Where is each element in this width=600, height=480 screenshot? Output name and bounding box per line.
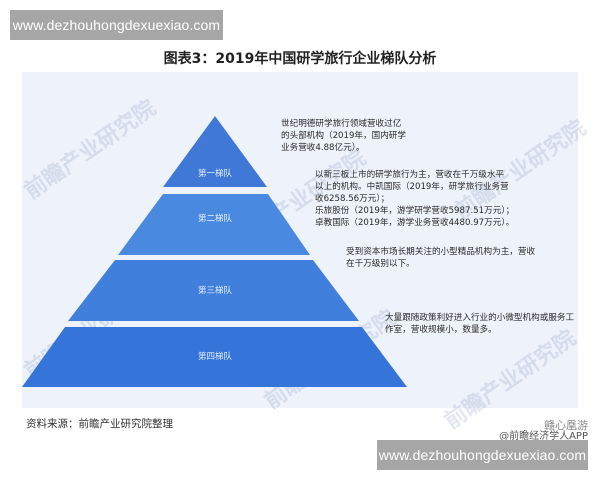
pyramid-tier-3 bbox=[68, 260, 359, 321]
tier-2-label: 第二梯队 bbox=[198, 213, 233, 224]
url-banner-bottom: www.dezhouhongdexuexiao.com bbox=[377, 440, 588, 470]
pyramid-tier-1 bbox=[163, 116, 267, 187]
pyramid-diagram: 第一梯队 第二梯队 第三梯队 第四梯队 bbox=[22, 116, 407, 387]
source-note: 资料来源：前瞻产业研究院整理 bbox=[26, 418, 173, 430]
tier-1-label: 第一梯队 bbox=[198, 168, 233, 179]
credit-account: 赣心凰游 bbox=[544, 419, 588, 432]
chart-panel: 前瞻产业研究院 前瞻产业研究院 前瞻产业研究院 前瞻产业研究院 前瞻产业研究院 … bbox=[20, 72, 591, 434]
pyramid-tier-2 bbox=[118, 194, 310, 255]
tier-4-label: 第四梯队 bbox=[198, 351, 233, 362]
url-banner-top: www.dezhouhongdexuexiao.com bbox=[10, 10, 223, 40]
tier-1-description: 世纪明德研学旅行领域营收过亿 的头部机构（2019年，国内研学 业务营收4.88… bbox=[281, 119, 406, 153]
pyramid-tier-4 bbox=[22, 327, 407, 387]
credit-app: @前瞻经济学人APP bbox=[499, 431, 588, 442]
tier-3-label: 第三梯队 bbox=[198, 285, 233, 296]
tier-2-description: 以新三板上市的研学旅行为主，营收在千万级水平 以上的机构。中凯国际（2019年，… bbox=[315, 170, 515, 228]
figure-title: 图表3：2019年中国研学旅行企业梯队分析 bbox=[163, 51, 437, 67]
tier-4-description: 大量跟随政策利好进入行业的小微型机构或服务工 作室，营收规模小，数量多。 bbox=[385, 313, 575, 335]
tier-3-description: 受到资本市场长期关注的小型精品机构为主，营收 在千万级别以下。 bbox=[346, 247, 536, 269]
credit-block: 赣心凰游 @前瞻经济学人APP bbox=[478, 420, 588, 442]
